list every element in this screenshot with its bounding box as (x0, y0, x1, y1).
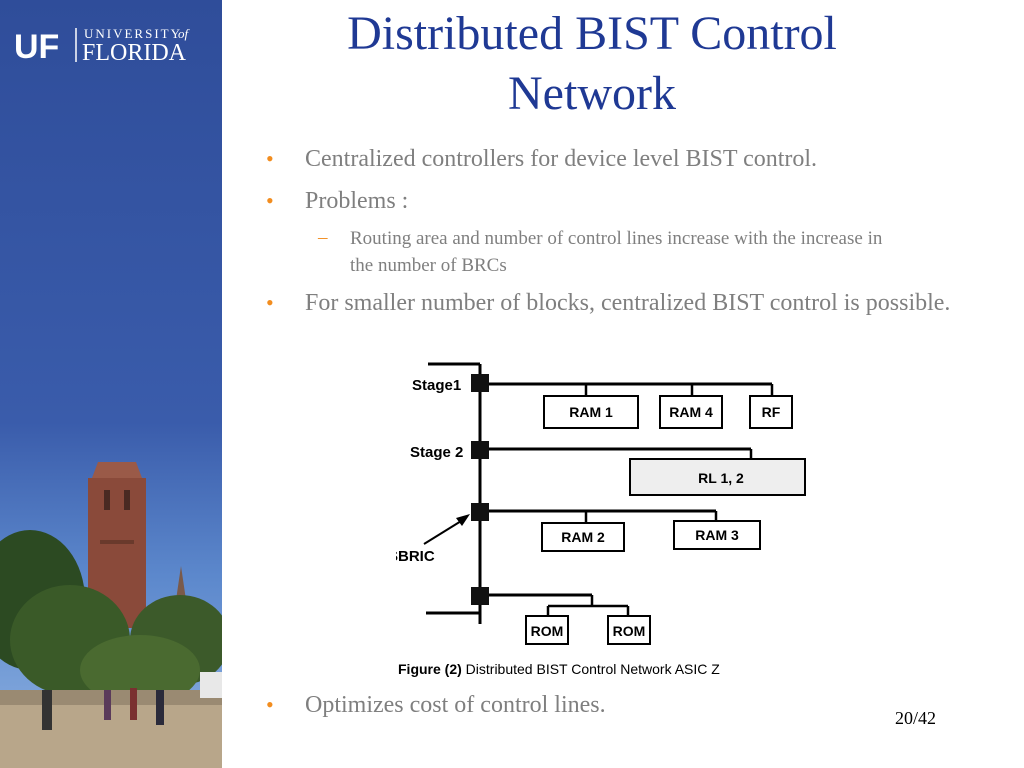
block-rom-b: ROM (613, 623, 646, 639)
sub-bullet-item: – Routing area and number of control lin… (318, 225, 910, 279)
block-ram3: RAM 3 (695, 527, 739, 543)
bullet-marker: • (266, 692, 274, 717)
block-rl12: RL 1, 2 (698, 470, 744, 486)
sub-bullet-text: Routing area and number of control lines… (350, 228, 883, 276)
bullet-marker: • (266, 188, 274, 213)
figure-caption: Figure (2) Distributed BIST Control Netw… (398, 661, 720, 677)
campus-photo (0, 0, 222, 768)
logo-uf-mark: UF (14, 28, 59, 66)
logo-florida-text: FLORIDA (82, 40, 187, 66)
sbric-label: SBRIC (396, 548, 435, 565)
bullet-text: Problems : (305, 188, 409, 214)
block-rf: RF (762, 404, 781, 420)
bullet-marker: • (266, 290, 274, 315)
sidebar-panel: UF UNIVERSITY of FLORIDA (0, 0, 222, 768)
block-ram4: RAM 4 (669, 404, 713, 420)
bullet-text: For smaller number of blocks, centralize… (305, 290, 951, 316)
bullet-item: • For smaller number of blocks, centrali… (266, 286, 955, 320)
bullet-marker: • (266, 146, 274, 171)
stage1-label: Stage1 (412, 377, 461, 394)
logo-of-text: of (178, 26, 191, 41)
slide-title-line1: Distributed BIST Control (347, 7, 837, 60)
bullet-item: • Problems : (266, 184, 945, 218)
figure-caption-text: Distributed BIST Control Network ASIC Z (462, 661, 720, 677)
block-rom-a: ROM (531, 623, 564, 639)
logo-university-text: UNIVERSITY (84, 26, 182, 41)
bullet-item: • Centralized controllers for device lev… (266, 142, 965, 176)
bullet-text: Centralized controllers for device level… (305, 146, 818, 172)
figure-caption-prefix: Figure (2) (398, 661, 462, 677)
page-number: 20/42 (894, 708, 936, 728)
slide-title-line2: Network (508, 67, 676, 120)
block-ram2: RAM 2 (561, 529, 605, 545)
sub-bullet-marker: – (318, 227, 328, 248)
bist-network-figure: RAM 1 RAM 4 RF Stage1 RL 1, 2 Stage 2 RA… (396, 362, 806, 677)
bullet-item: • Optimizes cost of control lines. (266, 688, 825, 722)
university-logo: UF UNIVERSITY of FLORIDA (14, 26, 191, 66)
stage2-label: Stage 2 (410, 444, 463, 461)
block-ram1: RAM 1 (569, 404, 613, 420)
bullet-text: Optimizes cost of control lines. (305, 692, 606, 718)
slide-title: Distributed BIST Control Network (240, 4, 944, 124)
